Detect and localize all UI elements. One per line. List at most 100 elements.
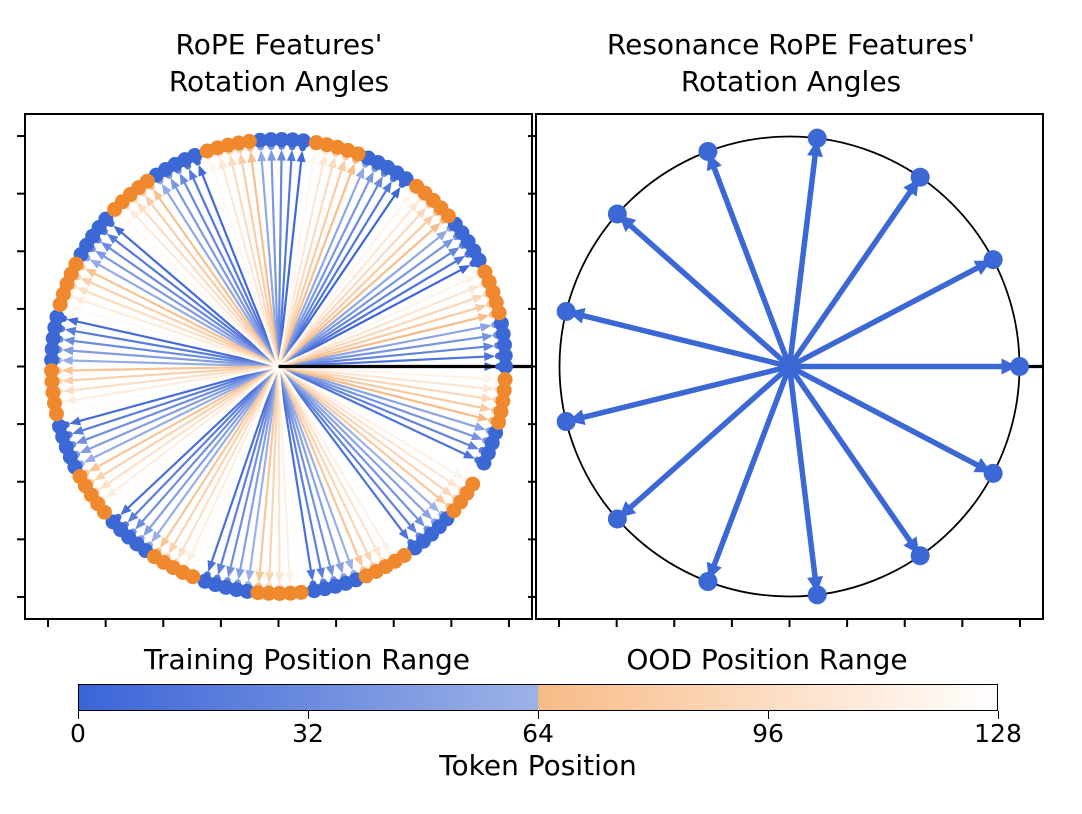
colorbar-tick-label: 64 [522,719,554,748]
colorbar-tick [538,711,539,719]
arrow-head [209,160,219,173]
rope-arrow [250,160,280,367]
rope-arrow [73,365,279,402]
rope-arrow [278,365,481,419]
arrow-head [136,202,148,214]
ood-position-dot [293,584,309,600]
resonance-arrow [786,153,819,367]
arrow-head [388,535,399,548]
rope-arrow [278,335,485,368]
rope-arrow [71,349,279,368]
ood-position-dot [48,406,64,422]
arrow-head [129,209,140,221]
arrow-head [61,365,73,375]
rope-arrow [277,220,429,368]
rope-arrow [277,268,463,368]
ood-position-dot [185,569,201,585]
rope-arrow [157,196,280,368]
training-position-dot [44,352,60,368]
arrow-head [477,412,489,422]
rope-arrow [277,365,427,515]
rope-arrow [210,366,280,564]
rope-arrow [107,246,280,368]
colorbar-tick-label: 128 [974,719,1022,748]
arrow-head [66,405,78,414]
rope-arrow [277,365,405,534]
rope-arrow [270,158,280,367]
rope-arrow [277,259,459,368]
colorbar-tick-label: 32 [292,719,324,748]
arrow-head [471,294,484,304]
rope-arrow [88,280,279,368]
rope-arrow [277,365,447,492]
resonance-arrow [786,366,819,580]
colorbar-tick [998,711,999,719]
rope-arrow [189,366,280,556]
rope-arrow [277,365,387,546]
rope-arrow [231,163,280,367]
rope-arrow [80,365,279,433]
arrow-head [255,571,265,583]
left-plot-title: RoPE Features' Rotation Angles [19,26,539,100]
rope-arrow [73,329,279,368]
rope-arrow [277,365,434,507]
rope-arrow [200,172,280,367]
arrow-head [265,572,275,584]
arrow-head [105,487,118,498]
arrow-head [284,571,294,584]
rope-arrow [277,163,324,367]
arrow-head [257,150,267,162]
arrow-head [143,524,154,537]
rope-arrow [277,171,353,367]
rope-rotation-plot [17,113,533,627]
rope-arrow [133,365,280,517]
right-plot-title-line2: Rotation Angles [680,65,902,98]
arrow-head [477,313,490,323]
rope-arrow [75,320,279,368]
rope-arrow [83,365,279,442]
ood-position-dot [465,476,481,492]
rope-arrow [268,366,280,575]
rope-arrow [277,158,293,367]
training-position-dot [285,132,301,148]
resonance-position-dot [910,167,930,187]
arrow-head [267,149,277,161]
arrow-head [151,530,162,543]
rope-arrow [277,235,442,368]
arrow-head [144,195,156,207]
rope-arrow [71,365,279,392]
arrow-head [479,322,492,332]
ood-position-dot [44,374,60,390]
ood-position-dot [272,585,288,601]
left-plot-title-line2: Rotation Angles [168,65,390,98]
arrow-head [95,250,107,261]
ood-position-dot [497,372,513,388]
arrow-head [484,352,496,362]
arrow-head [237,152,247,165]
training-position-dot [263,132,279,148]
arrow-head [474,422,487,431]
rope-arrow [102,254,280,368]
arrow-head [170,178,180,191]
resonance-arrow [711,165,793,368]
rope-arrow [277,365,413,528]
arrow-head [187,551,196,564]
arrow-head [467,285,480,294]
rope-arrow [92,271,279,368]
arrow-head [286,149,296,162]
resonance-rope-rotation-plot [528,113,1044,627]
rope-arrow [258,366,280,574]
resonance-position-dot [698,141,718,161]
rope-arrow [112,365,280,494]
arrow-head [296,150,306,163]
arrow-head [337,159,346,172]
rope-arrow [277,365,457,476]
arrow-head [458,264,471,275]
colorbar-tick-label: 96 [752,719,784,748]
ood-position-dot [308,135,324,151]
arrow-head [161,183,172,196]
training-position-dot [498,359,513,374]
arrow-head [72,426,85,435]
arrow-head [474,303,487,313]
rope-arrow [277,366,332,569]
